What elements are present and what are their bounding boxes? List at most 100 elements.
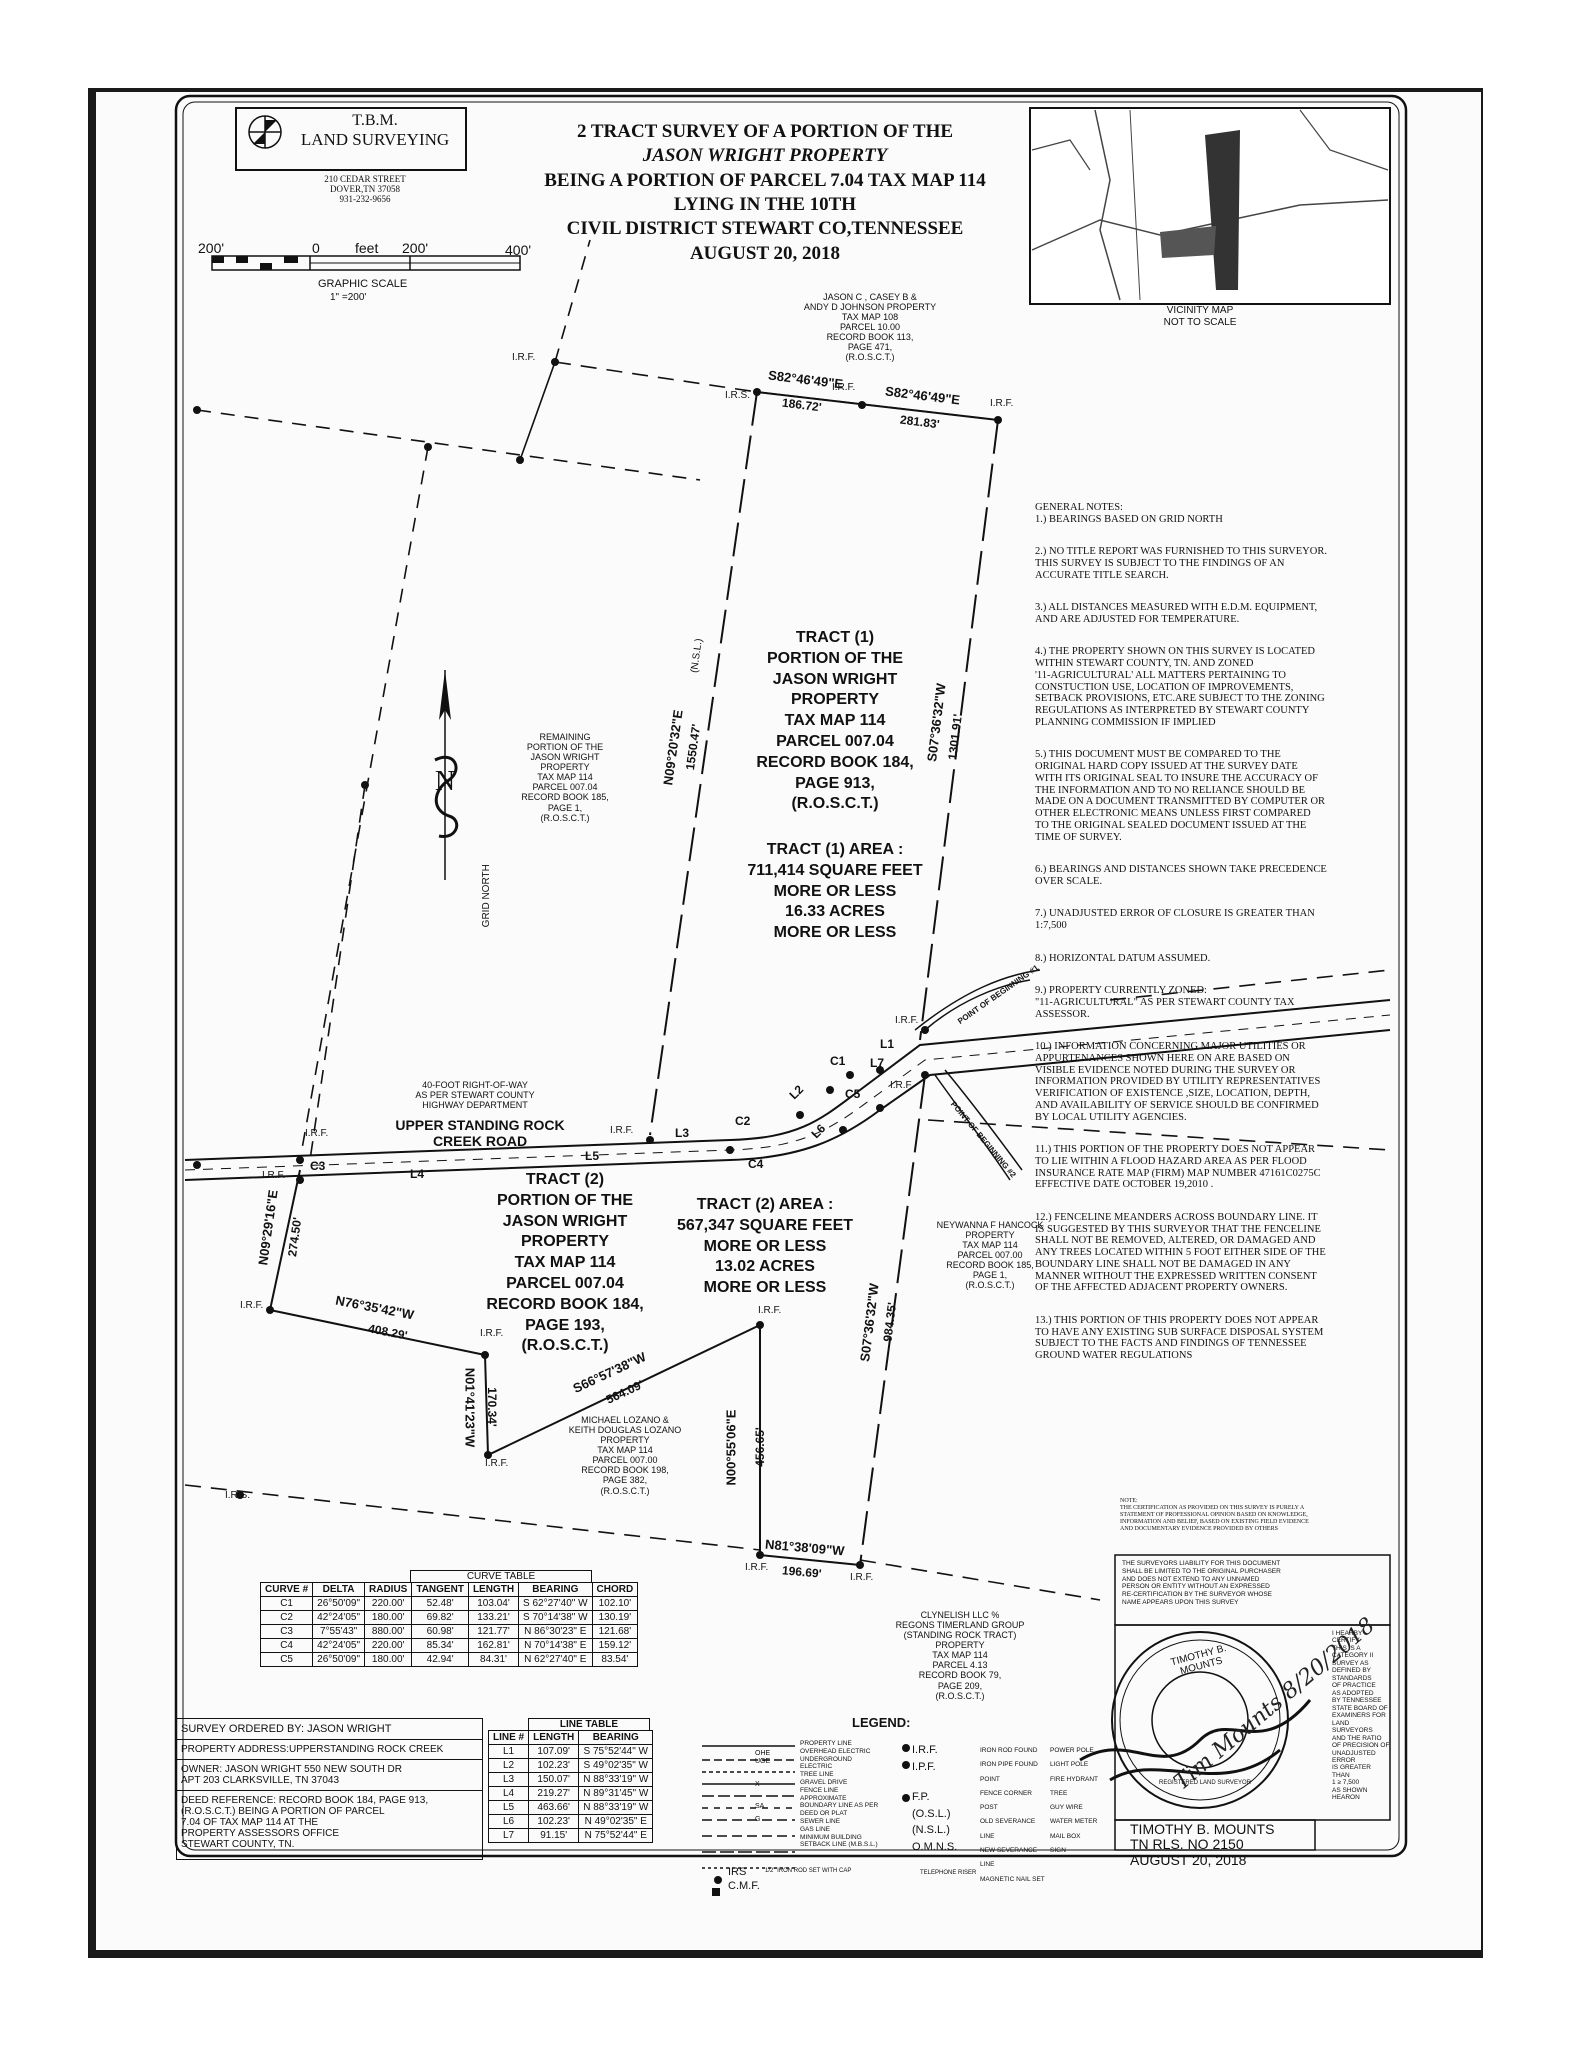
title-line5: CIVIL DISTRICT STEWART CO,TENNESSEE (566, 218, 964, 240)
tract1-label-line: TAX MAP 114 (784, 712, 886, 730)
seal-subtitle: REGISTERED LAND SURVEYOR (1159, 1780, 1251, 1786)
legend-item: LIGHT POLE (1050, 1761, 1089, 1769)
line-cell: 91.15' (528, 1828, 580, 1843)
line-cell: L3 (487, 1772, 530, 1787)
curve-cell: 162.81' (467, 1638, 520, 1653)
row-note-line: HIGHWAY DEPARTMENT (422, 1100, 528, 1111)
title-line1: 2 TRACT SURVEY OF A PORTION OF THE (576, 121, 954, 142)
legend-item: FENCE LINE (800, 1786, 839, 1794)
property-address: PROPERTY ADDRESS:UPPERSTANDING ROCK CREE… (177, 1740, 482, 1760)
company-name-line2: LAND SURVEYING (300, 130, 450, 149)
adjoiner-johnson: JASON C , CASEY B & ANDY D JOHNSON PROPE… (800, 292, 940, 363)
legend-code: UGE (755, 1758, 771, 1766)
curve-label-c3: C3 (310, 1159, 326, 1173)
curve-cell: 7°55'43" (312, 1624, 365, 1639)
line-header-cell: BEARING (578, 1730, 654, 1745)
line-table-header: LINE # LENGTH BEARING (487, 1730, 654, 1745)
hancock-line: NEYWANNA F HANCOCK (936, 1220, 1044, 1230)
legend-point: I.P.F. (912, 1760, 936, 1773)
irf-label: I.R.F. (610, 1125, 634, 1136)
irf-label: I.R.F. (890, 1080, 914, 1091)
adjoiner-lozano: MICHAEL LOZANO & KEITH DOUGLAS LOZANO PR… (555, 1415, 695, 1496)
note-item: 12.) FENCELINE MEANDERS ACROSS BOUNDARY … (1035, 1211, 1326, 1294)
curve-cell: 60.98' (411, 1624, 469, 1639)
irf-label: I.R.F. (480, 1328, 504, 1339)
legend-code: SA (755, 1803, 765, 1811)
sheet-border (174, 94, 1408, 1858)
curve-cell: C5 (259, 1652, 314, 1667)
clynelish-line: PARCEL 4.13 (932, 1660, 988, 1671)
tract2-label-line: JASON WRIGHT (502, 1212, 628, 1230)
irs-label: I.R.S. (725, 390, 751, 401)
note-item: 3.) ALL DISTANCES MEASURED WITH E.D.M. E… (1035, 602, 1318, 625)
curve-cell: 880.00' (363, 1624, 413, 1639)
curve-header-cell: CHORD (591, 1582, 639, 1597)
certification-note: NOTE: THE CERTIFICATION AS PROVIDED ON T… (1120, 1498, 1309, 1532)
tract1-area-line: 16.33 ACRES (785, 903, 885, 921)
clynelish-line: REGONS TIMERLAND GROUP (895, 1620, 1025, 1631)
line-cell: N 49°02'35" E (578, 1814, 654, 1829)
johnson-line: RECORD BOOK 113, (826, 332, 914, 343)
legend-item: PROPERTY LINE (800, 1740, 852, 1747)
legend-point: (N.S.L.) (912, 1824, 950, 1836)
line-label-l5: L5 (585, 1149, 600, 1163)
tract2-area-line: 567,347 SQUARE FEET (676, 1216, 854, 1234)
scale-ratio: 1" =200' (330, 292, 367, 303)
curve-cell: 220.00' (363, 1596, 413, 1611)
legend-symbols (702, 1745, 795, 1869)
legend-item: GUY WIRE (1050, 1804, 1083, 1812)
line-cell: 150.07' (528, 1772, 580, 1787)
curve-table: CURVE # DELTA RADIUS TANGENT LENGTH BEAR… (259, 1582, 639, 1667)
legend-item: UNDERGROUND ELECTRIC (800, 1755, 852, 1771)
note-item: 2.) NO TITLE REPORT WAS FURNISHED TO THI… (1035, 546, 1327, 581)
curve-header-cell: TANGENT (411, 1582, 469, 1597)
tract1-label-line: (R.O.S.C.T.) (791, 795, 879, 813)
remaining-line: (R.O.S.C.T.) (540, 812, 590, 823)
scale-caption: GRAPHIC SCALE (318, 278, 408, 290)
legend-item: GAS LINE (800, 1825, 830, 1833)
legend: PROPERTY LINE OVERHEAD ELECTRIC UNDERGRO… (700, 1738, 1120, 1883)
legend-code: X (755, 1780, 760, 1788)
irf-label: I.R.F. (512, 352, 536, 363)
curve-header-cell: DELTA (312, 1582, 365, 1597)
tract2-s2-distance: 170.34' (484, 1387, 499, 1427)
tract1-label-line: TRACT (1) (795, 629, 875, 646)
curve-label-c2: C2 (735, 1114, 751, 1128)
road-name: UPPER STANDING ROCK CREEK ROAD (380, 1117, 580, 1149)
curve-cell: S 62°27'40" W (518, 1596, 593, 1611)
legend-item: TREE (1050, 1789, 1068, 1797)
liability-text: THE SURVEYORS LIABILITY FOR THIS DOCUMEN… (1122, 1560, 1281, 1606)
tract2-label-line: TRACT (2) (525, 1171, 605, 1188)
deed-reference: DEED REFERENCE: RECORD BOOK 184, PAGE 91… (181, 1795, 429, 1850)
tract2-label-line: PROPERTY (520, 1233, 609, 1251)
line-cell: L1 (487, 1744, 530, 1759)
lozano-line: MICHAEL LOZANO & (581, 1415, 669, 1425)
vicinity-caption: VICINITY MAP NOT TO SCALE (1140, 305, 1260, 328)
line-cell: 463.66' (528, 1800, 580, 1815)
surveyor-name: TIMOTHY B. MOUNTS (1130, 1821, 1275, 1837)
legend-title: LEGEND: (852, 1715, 911, 1730)
vicinity-map (1029, 107, 1391, 305)
curve-cell: 121.68' (591, 1624, 639, 1639)
line-cell: 102.23' (528, 1814, 580, 1829)
legend-item: TREE LINE (800, 1771, 834, 1779)
curve-cell: 130.19' (591, 1610, 639, 1625)
legend-irs-desc: 1/2" IRON ROD SET WITH CAP (765, 1868, 852, 1874)
curve-label-c5: C5 (845, 1087, 861, 1101)
legend-point: (O.S.L.) (912, 1807, 951, 1820)
legend-item: GRAVEL DRIVE (800, 1778, 848, 1786)
irf-label: I.R.F. (745, 1562, 769, 1573)
tract1-area: TRACT (1) AREA : 711,414 SQUARE FEET MOR… (730, 840, 940, 944)
curve-header-cell: CURVE # (259, 1582, 314, 1597)
legend-item: MINIMUM BUILDING SETBACK LINE (M.B.S.L.) (800, 1833, 878, 1849)
curve-table-title: CURVE TABLE (410, 1570, 592, 1582)
curve-cell: N 70°14'38" E (518, 1638, 593, 1653)
row-note-line: AS PER STEWART COUNTY (415, 1090, 535, 1101)
line-table-title: LINE TABLE (528, 1718, 650, 1730)
tract1-label-line: PAGE 913, (795, 774, 875, 792)
curve-cell: 102.10' (591, 1596, 639, 1611)
legend-item: APPROXIMATE BOUNDARY LINE AS PER DEED OR… (800, 1794, 879, 1818)
